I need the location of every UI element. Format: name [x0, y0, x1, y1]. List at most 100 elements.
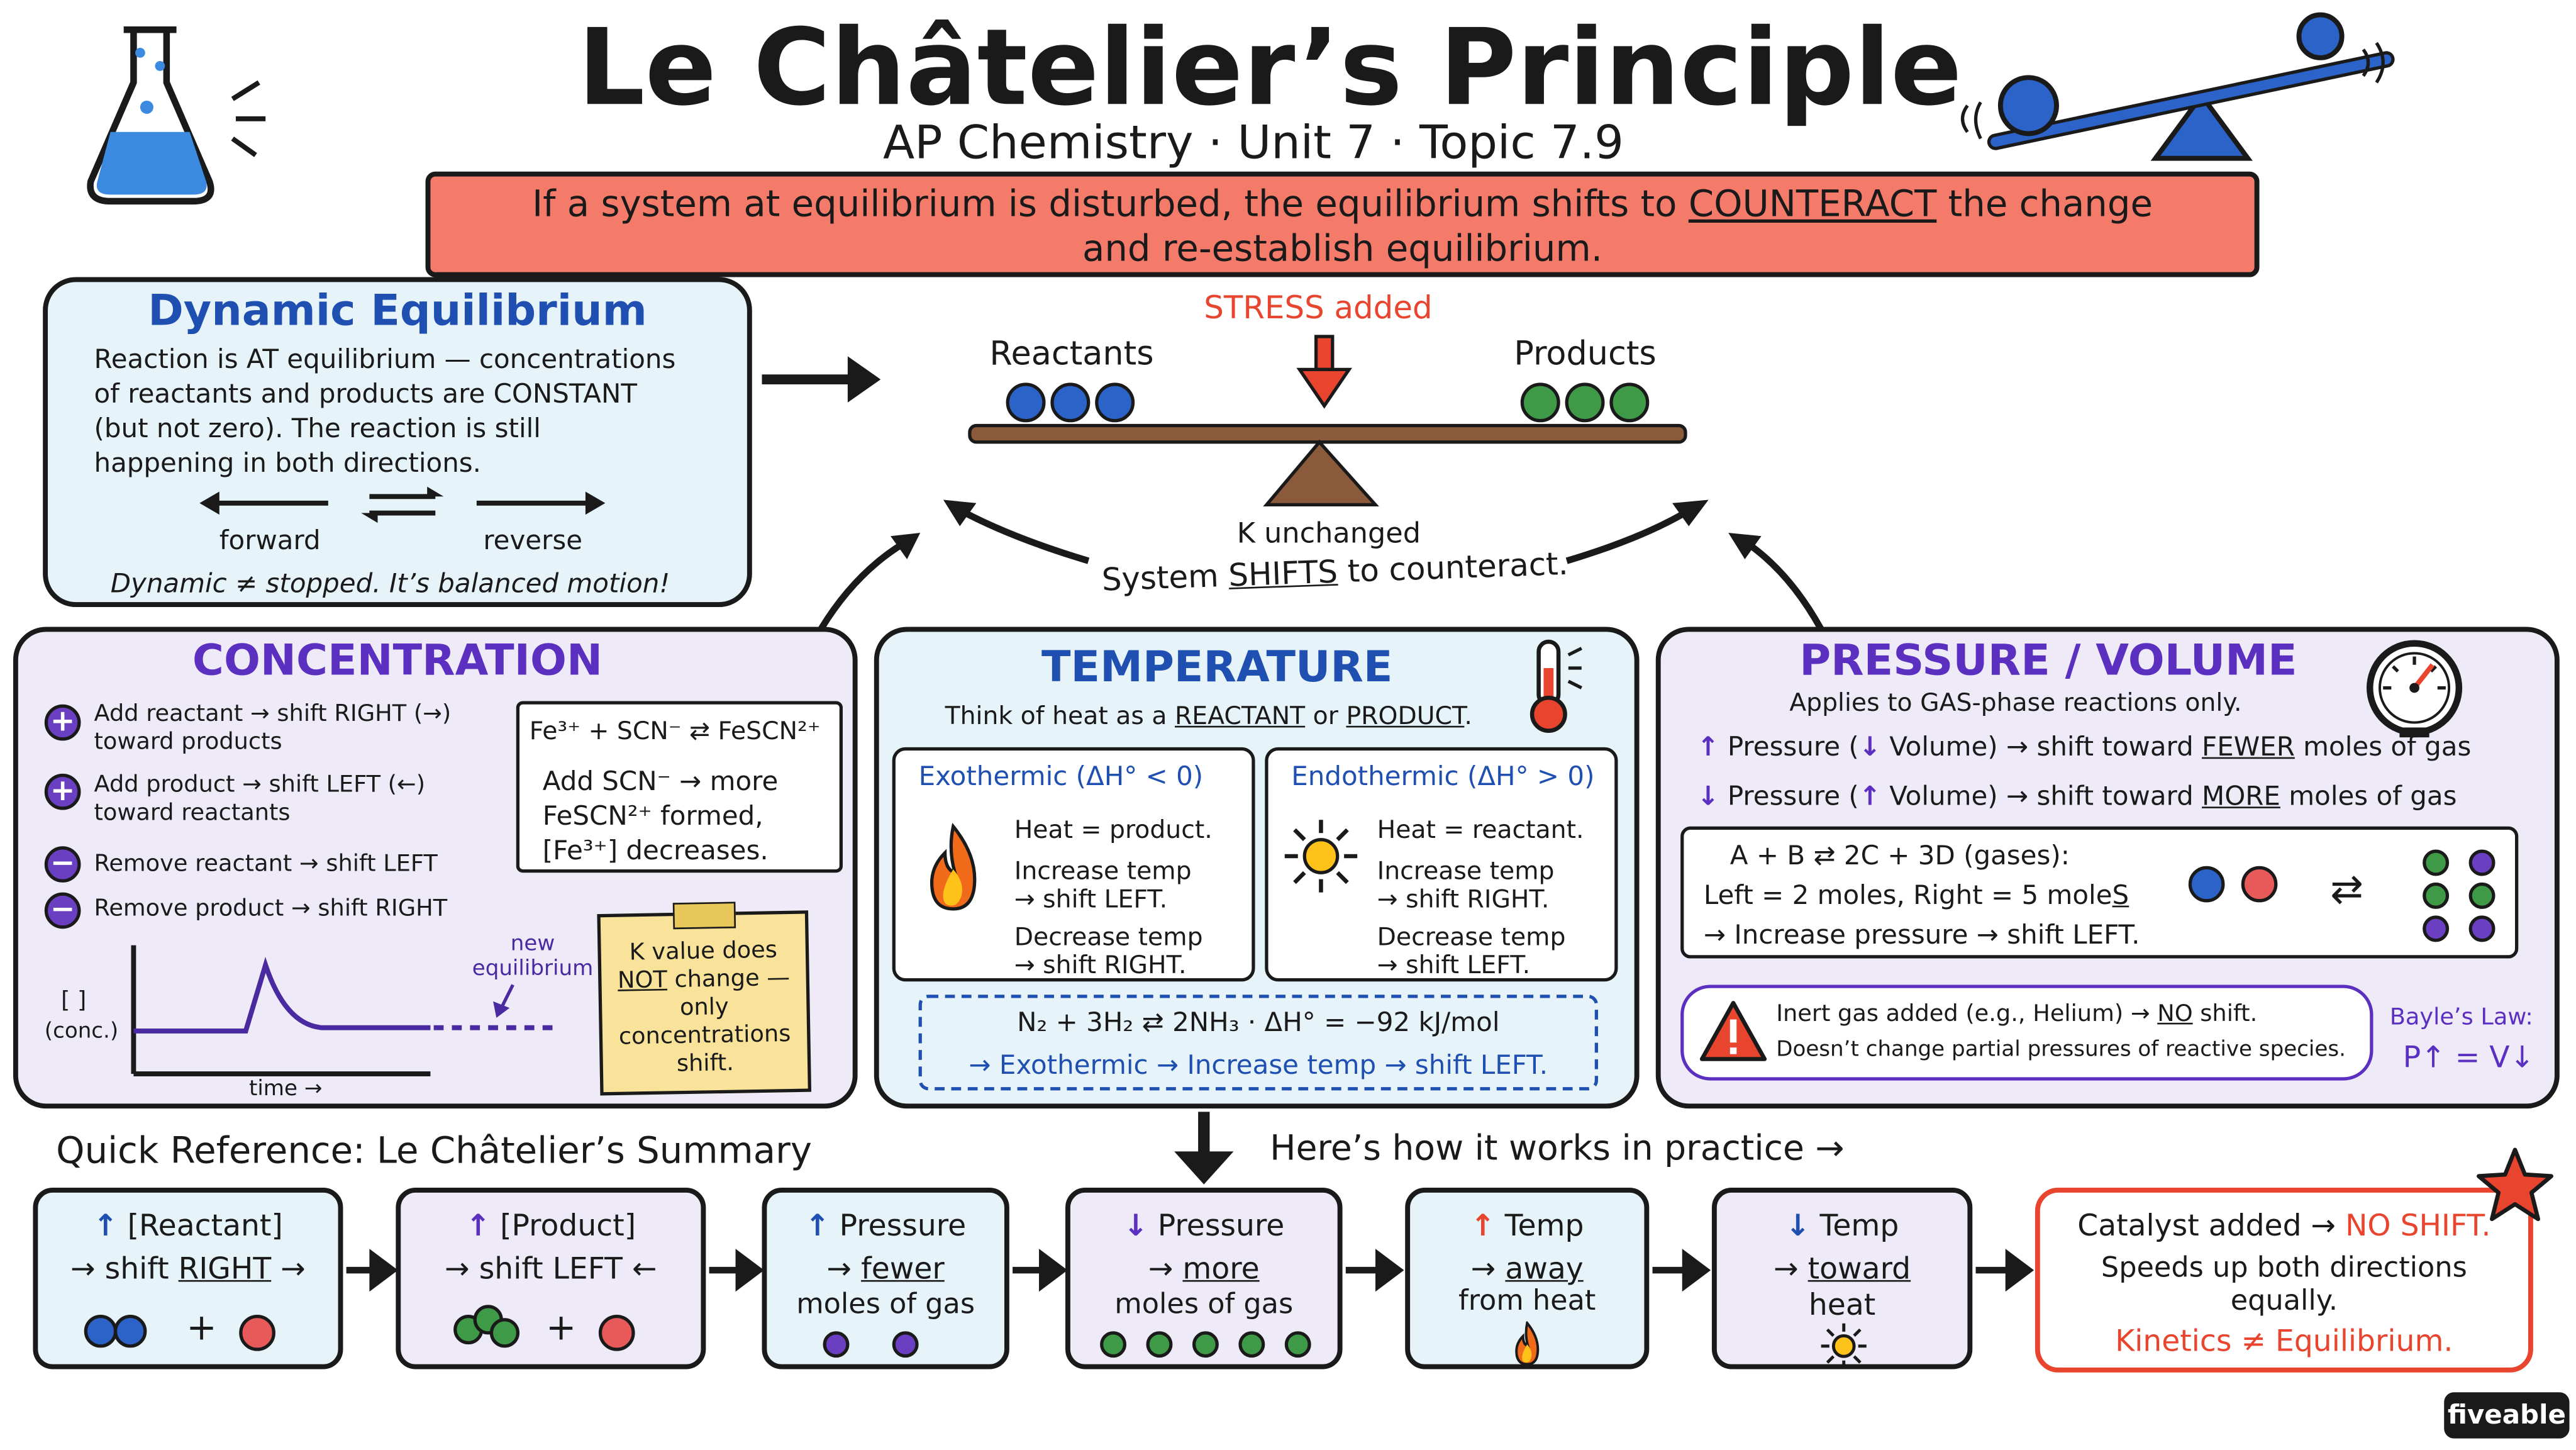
page-subtitle: AP Chemistry · Unit 7 · Topic 7.9 [883, 115, 1624, 170]
c1-b: → shift [70, 1252, 179, 1287]
conc-rule-1a: Add reactant → shift RIGHT (→) [94, 701, 452, 728]
endo-line-1: Heat = reactant. [1377, 815, 1584, 845]
temperature-panel: TEMPERATURE Think of heat as a REACTANT … [874, 627, 1640, 1109]
endo-line-3: → shift RIGHT. [1377, 884, 1550, 914]
c4-u: more [1182, 1252, 1260, 1287]
exo-line-2: Increase temp [1014, 856, 1192, 886]
concentration-panel: CONCENTRATION + + − − Add reactant → shi… [13, 627, 858, 1109]
c2-b: → shift LEFT ← [445, 1252, 657, 1287]
temperature-sub: Think of heat as a REACTANT or PRODUCT. [945, 701, 1472, 730]
note-change: change — [667, 965, 791, 994]
banner-text-a: If a system at equilibrium is disturbed,… [532, 184, 1689, 226]
p-ex-2u: S [2112, 879, 2129, 911]
note-not: NOT [617, 967, 668, 995]
gauge-icon [2367, 640, 2463, 738]
endo-line-5: → shift LEFT. [1377, 950, 1531, 980]
reactants-label: Reactants [989, 333, 1154, 373]
pressure-line-2: ↓ Pressure (↑ Volume) → shift toward MOR… [1697, 780, 2457, 812]
conc-example-2: FeSCN²⁺ formed, [542, 800, 763, 832]
inert-gas-box: Inert gas added (e.g., Helium) → NO shif… [1680, 984, 2373, 1081]
c7-c: Speeds up both directions [2101, 1252, 2467, 1285]
banner-text-b: the change [1936, 184, 2153, 226]
c1-a: [Reactant] [127, 1209, 283, 1244]
forward-label: forward [219, 524, 321, 556]
molecule-icon [489, 1318, 520, 1348]
molecule-icon [239, 1314, 275, 1351]
temp-sub-product: PRODUCT [1346, 701, 1465, 731]
p2-b: Volume) → shift toward [1880, 780, 2202, 812]
p-ex-1: A + B ⇄ 2C + 3D (gases): [1729, 839, 2070, 871]
pressure-title: PRESSURE / VOLUME [1799, 637, 2297, 686]
conc-rule-2b: toward reactants [94, 800, 291, 827]
c6-b: → [1774, 1252, 1808, 1287]
new-equilibrium-1: new [510, 932, 555, 957]
molecule-icon [1100, 1331, 1127, 1358]
p1-c: moles of gas [2294, 730, 2472, 762]
molecule-b [2241, 866, 2278, 903]
principle-banner: If a system at equilibrium is disturbed,… [425, 171, 2260, 277]
c1-c: → [271, 1252, 306, 1287]
p1-a: Pressure ( [1727, 730, 1859, 762]
flame-icon [930, 823, 977, 911]
c5-c: from heat [1458, 1285, 1596, 1319]
conc-example-1: Add SCN⁻ → more [542, 765, 779, 797]
molecule-d [2468, 849, 2496, 876]
reverse-label: reverse [483, 524, 583, 556]
molecule-a [2188, 866, 2225, 903]
flask-icon [87, 26, 266, 205]
plus-icon: + [44, 704, 81, 741]
c5-a: Temp [1504, 1209, 1584, 1244]
p-ex-2a: Left = 2 moles, Right = 5 mole [1703, 879, 2112, 911]
exo-line-4: Decrease temp [1014, 922, 1203, 952]
inert-1a: Inert gas added (e.g., Helium) → [1776, 1001, 2158, 1028]
conc-example-3: [Fe³⁺] decreases. [542, 834, 769, 866]
temp-example-box: N₂ + 3H₂ ⇄ 2NH₃ · ΔH° = −92 kJ/mol → Exo… [918, 995, 1599, 1091]
p2-more: MORE [2202, 780, 2280, 812]
star-icon [2477, 1147, 2553, 1222]
summary-card-product: ↑ [Product] → shift LEFT ← + [396, 1188, 706, 1369]
c7-a: Catalyst added → [2077, 1209, 2346, 1244]
seesaw-icon [1960, 12, 2395, 161]
flame-icon [1515, 1321, 1540, 1366]
temp-sub-a: Think of heat as a [945, 701, 1175, 731]
inert-line-2: Doesn’t change partial pressures of reac… [1776, 1037, 2346, 1062]
dynamic-body-3: (but not zero). The reaction is still [94, 412, 541, 444]
p1-fewer: FEWER [2202, 730, 2295, 762]
thermometer-icon [1530, 639, 1582, 733]
concentration-title: CONCENTRATION [192, 637, 603, 686]
curved-arrows-icon [818, 499, 1824, 630]
arrow-down-icon [1174, 1112, 1234, 1185]
dynamic-body-4: happening in both directions. [94, 447, 482, 479]
c3-b: → [826, 1252, 862, 1287]
c4-b: → [1148, 1252, 1183, 1287]
pressure-line-1: ↑ Pressure (↓ Volume) → shift toward FEW… [1697, 730, 2472, 762]
molecule-icon [823, 1331, 850, 1358]
molecule-icon [84, 1314, 118, 1348]
c4-c: moles of gas [1114, 1288, 1294, 1322]
summary-card-pressure-down: ↓ Pressure → more moles of gas [1065, 1188, 1343, 1369]
equilibrium-arrows-icon [199, 486, 606, 523]
c7-e: Kinetics ≠ Equilibrium. [2115, 1324, 2453, 1359]
molecule-d [2468, 882, 2496, 909]
endo-line-2: Increase temp [1377, 856, 1555, 886]
molecule-c [2423, 915, 2450, 942]
temp-example-1: N₂ + 3H₂ ⇄ 2NH₃ · ΔH° = −92 kJ/mol [1017, 1006, 1500, 1038]
c5-u: away [1505, 1252, 1584, 1287]
plus-sign: + [186, 1308, 217, 1350]
c1-u: RIGHT [178, 1252, 272, 1287]
dynamic-body-2: of reactants and products are CONSTANT [94, 377, 638, 410]
inert-no: NO [2157, 1001, 2193, 1028]
boyles-law-eq: P↑ = V↓ [2402, 1040, 2535, 1076]
conc-rule-2a: Add product → shift LEFT (←) [94, 772, 426, 799]
graph-ylabel-1: [ ] [61, 988, 87, 1015]
sun-icon [1821, 1323, 1867, 1369]
summary-card-pressure-up: ↑ Pressure → fewer moles of gas [762, 1188, 1009, 1369]
p2-a: Pressure ( [1727, 780, 1859, 812]
molecule-c [2423, 849, 2450, 876]
conc-example-box: Fe³⁺ + SCN⁻ ⇄ FeSCN²⁺ Add SCN⁻ → more Fe… [516, 701, 843, 873]
warning-icon [1699, 1001, 1767, 1061]
minus-icon: − [44, 846, 81, 883]
concentration-graph [131, 945, 553, 1077]
fiveable-logo: fiveable [2444, 1392, 2570, 1439]
note-line-4: concentrations [618, 1021, 791, 1051]
